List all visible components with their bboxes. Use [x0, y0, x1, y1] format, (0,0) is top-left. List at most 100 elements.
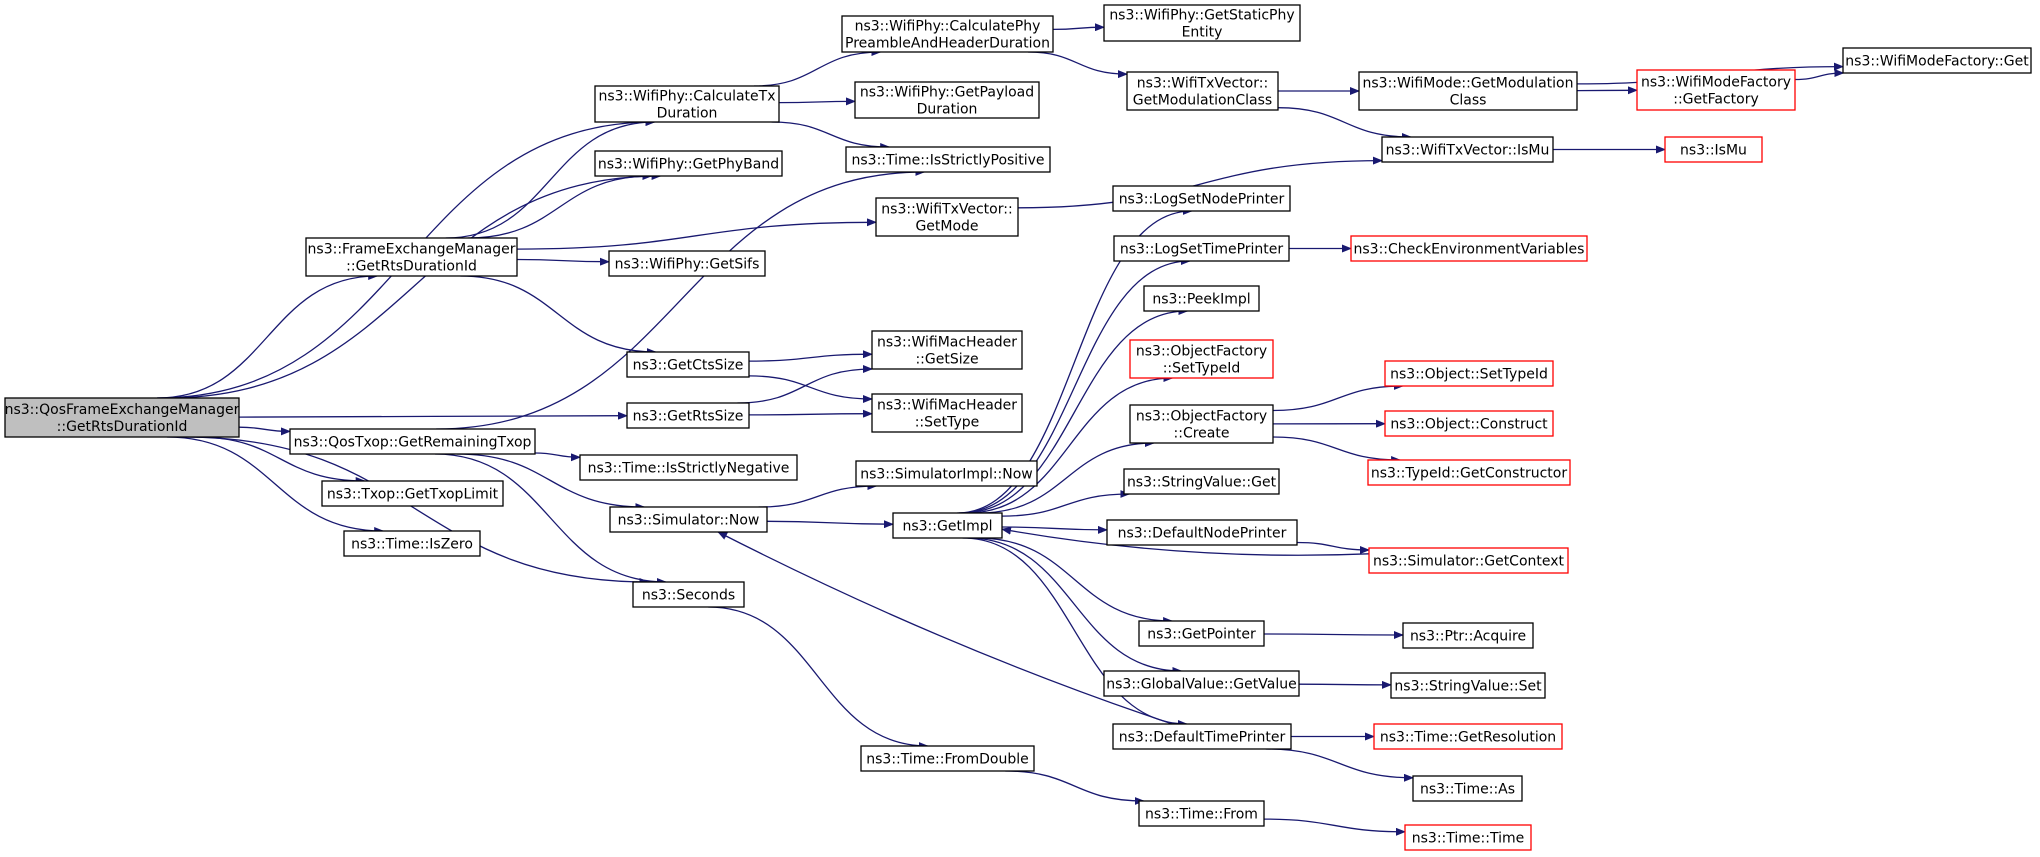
edges-layer — [157, 23, 1845, 836]
node-get-phy-band[interactable]: ns3::WifiPhy::GetPhyBand — [594, 150, 783, 177]
node-get-sifs[interactable]: ns3::WifiPhy::GetSifs — [608, 250, 766, 277]
node-label-line: ns3::Seconds — [642, 588, 735, 604]
node-label-line: ns3::WifiModeFactory — [1641, 75, 1791, 91]
node-get-cts-size[interactable]: ns3::GetCtsSize — [626, 351, 750, 378]
node-check-env[interactable]: ns3::CheckEnvironmentVariables — [1350, 235, 1588, 262]
node-of-create[interactable]: ns3::ObjectFactory::Create — [1129, 404, 1274, 444]
node-get-impl[interactable]: ns3::GetImpl — [892, 512, 1003, 539]
node-label-line: ns3::IsMu — [1680, 143, 1747, 159]
node-box — [594, 85, 780, 123]
node-box — [845, 146, 1051, 173]
edge-get-rts-size-to-mac-get-size — [737, 365, 873, 404]
node-get-rem-txop[interactable]: ns3::QosTxop::GetRemainingTxop — [289, 428, 536, 455]
node-label-line: ns3::WifiModeFactory::Get — [1845, 54, 2029, 70]
edge-fe-get-rts-to-get-phy-band — [467, 172, 653, 239]
node-fe-get-rts[interactable]: ns3::FrameExchangeManager::GetRtsDuratio… — [305, 237, 518, 277]
node-sv-get[interactable]: ns3::StringValue::Get — [1123, 468, 1280, 495]
node-is-str-neg[interactable]: ns3::Time::IsStrictlyNegative — [579, 454, 798, 481]
edge-calc-phy-pre-to-txv-mod-class — [1027, 51, 1128, 79]
node-label-line: Class — [1450, 93, 1487, 109]
node-label-line: ns3::Time::IsStrictlyPositive — [852, 153, 1045, 169]
edge-get-rem-txop-to-sim-now — [456, 453, 646, 511]
node-get-txop-limit[interactable]: ns3::Txop::GetTxopLimit — [321, 480, 504, 507]
node-label-line: Entity — [1182, 25, 1223, 41]
node-def-time-pr[interactable]: ns3::DefaultTimePrinter — [1112, 723, 1292, 750]
node-def-node-pr[interactable]: ns3::DefaultNodePrinter — [1106, 519, 1298, 546]
node-mac-get-size[interactable]: ns3::WifiMacHeader::GetSize — [871, 330, 1023, 370]
node-box — [1129, 404, 1274, 444]
node-label-line: ::SetTypeId — [1163, 361, 1241, 377]
edge-get-impl-to-log-time — [958, 257, 1191, 514]
node-txv-mod-class[interactable]: ns3::WifiTxVector::GetModulationClass — [1126, 71, 1279, 111]
node-obj-set-type[interactable]: ns3::Object::SetTypeId — [1384, 360, 1554, 387]
node-sim-get-ctx[interactable]: ns3::Simulator::GetContext — [1368, 547, 1569, 574]
node-label-line: ns3::GetCtsSize — [633, 358, 744, 374]
node-label-line: ns3::StringValue::Get — [1127, 475, 1277, 491]
node-txv-is-mu[interactable]: ns3::WifiTxVector::IsMu — [1381, 136, 1554, 163]
node-of-set-type[interactable]: ns3::ObjectFactory::SetTypeId — [1129, 339, 1274, 379]
node-label-line: ns3::WifiTxVector::IsMu — [1386, 143, 1550, 159]
node-root[interactable]: ns3::QosFrameExchangeManager::GetRtsDura… — [4, 397, 240, 438]
node-time-from[interactable]: ns3::Time::From — [1138, 800, 1265, 827]
edge-get-pointer-to-ptr-acquire — [1263, 630, 1404, 639]
node-is-zero[interactable]: ns3::Time::IsZero — [343, 530, 481, 557]
edge-fe-get-rts-to-txv-get-mode — [516, 218, 877, 250]
node-txv-get-mode[interactable]: ns3::WifiTxVector::GetMode — [875, 197, 1019, 237]
node-label-line: ns3::GetRtsSize — [633, 409, 744, 425]
node-ptr-acquire[interactable]: ns3::Ptr::Acquire — [1402, 622, 1534, 649]
node-label-line: GetMode — [915, 219, 978, 235]
node-log-node[interactable]: ns3::LogSetNodePrinter — [1112, 185, 1291, 212]
edge-calc-tx-to-get-payload — [778, 97, 856, 106]
node-box — [609, 506, 768, 533]
node-sim-impl-now[interactable]: ns3::SimulatorImpl::Now — [855, 460, 1038, 487]
node-mf-get[interactable]: ns3::WifiModeFactory::Get — [1842, 47, 2032, 74]
node-box — [632, 581, 745, 608]
node-mf-get-factory[interactable]: ns3::WifiModeFactory::GetFactory — [1636, 69, 1796, 111]
node-label-line: ns3::Txop::GetTxopLimit — [327, 487, 499, 503]
node-time-get-res[interactable]: ns3::Time::GetResolution — [1373, 723, 1563, 750]
node-label-line: ns3::CheckEnvironmentVariables — [1354, 242, 1585, 258]
node-label-line: ns3::FrameExchangeManager — [308, 242, 516, 258]
node-label-line: Duration — [657, 106, 718, 122]
node-box — [579, 454, 798, 481]
node-box — [1384, 410, 1554, 437]
node-label-line: ns3::WifiPhy::GetStaticPhy — [1109, 8, 1294, 24]
node-label-line: ::GetFactory — [1673, 92, 1759, 108]
node-calc-phy-pre[interactable]: ns3::WifiPhy::CalculatePhyPreambleAndHea… — [841, 15, 1054, 53]
node-label-line: ns3::Simulator::Now — [618, 513, 760, 529]
edge-calc-tx-to-calc-phy-pre — [753, 48, 882, 87]
node-obj-construct[interactable]: ns3::Object::Construct — [1384, 410, 1554, 437]
node-label-line: ::GetSize — [915, 352, 978, 368]
node-peek-impl[interactable]: ns3::PeekImpl — [1143, 285, 1260, 312]
node-gv-get-value[interactable]: ns3::GlobalValue::GetValue — [1103, 670, 1300, 697]
node-label-line: ns3::WifiPhy::GetSifs — [615, 257, 760, 273]
node-mode-get-mc[interactable]: ns3::WifiMode::GetModulationClass — [1358, 71, 1578, 111]
node-sim-now[interactable]: ns3::Simulator::Now — [609, 506, 768, 533]
node-log-time[interactable]: ns3::LogSetTimePrinter — [1113, 235, 1290, 262]
node-get-rts-size[interactable]: ns3::GetRtsSize — [626, 402, 750, 429]
edge-get-rem-txop-to-is-str-neg — [534, 452, 581, 462]
node-label-line: ns3::WifiPhy::CalculateTx — [599, 89, 776, 105]
node-box — [1402, 622, 1534, 649]
node-seconds[interactable]: ns3::Seconds — [632, 581, 745, 608]
node-box — [321, 480, 504, 507]
node-box — [892, 512, 1003, 539]
edge-seconds-to-from-double — [708, 606, 929, 750]
node-box — [1384, 360, 1554, 387]
node-mac-set-type[interactable]: ns3::WifiMacHeader::SetType — [871, 393, 1023, 433]
node-box — [1350, 235, 1588, 262]
node-is-str-pos[interactable]: ns3::Time::IsStrictlyPositive — [845, 146, 1051, 173]
node-from-double[interactable]: ns3::Time::FromDouble — [860, 745, 1035, 772]
node-tid-get-ctor[interactable]: ns3::TypeId::GetConstructor — [1367, 459, 1571, 486]
node-is-mu[interactable]: ns3::IsMu — [1664, 136, 1763, 163]
node-time-time[interactable]: ns3::Time::Time — [1404, 824, 1532, 851]
node-sv-set[interactable]: ns3::StringValue::Set — [1390, 672, 1546, 699]
node-label-line: ns3::SimulatorImpl::Now — [860, 467, 1033, 483]
edge-get-impl-to-def-time-pr — [962, 537, 1188, 728]
node-get-pointer[interactable]: ns3::GetPointer — [1138, 620, 1265, 647]
node-time-as[interactable]: ns3::Time::As — [1412, 775, 1523, 802]
